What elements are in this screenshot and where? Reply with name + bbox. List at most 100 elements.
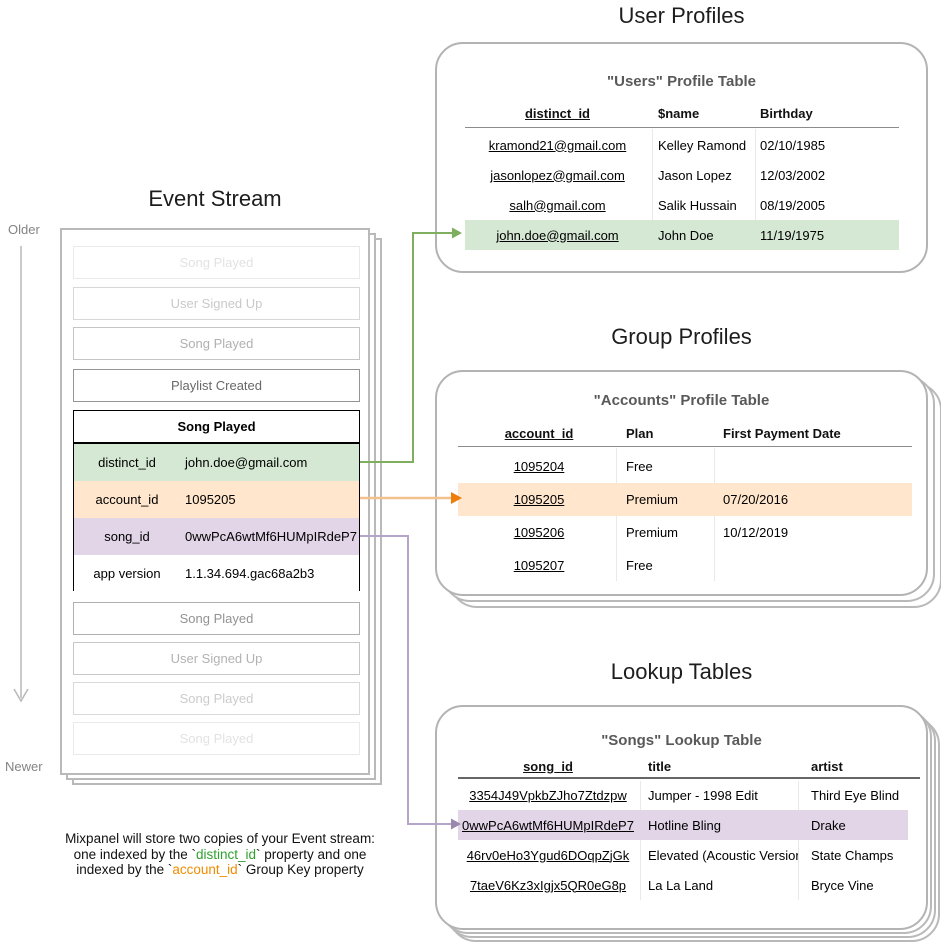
- header-divider: [458, 446, 912, 447]
- table-cell: 02/10/1985: [760, 137, 826, 153]
- header-divider: [465, 127, 899, 128]
- table-cell: Elevated (Acoustic Version): [648, 847, 798, 863]
- column-divider: [798, 781, 799, 900]
- event-label: Song Played: [179, 255, 254, 270]
- table-cell: kramond21@gmail.com: [488, 137, 627, 153]
- table-cell: Hotline Bling: [648, 817, 721, 833]
- table-cell: 08/19/2005: [760, 197, 826, 213]
- table-cell: Bryce Vine: [811, 877, 874, 893]
- table-cell: 1095207: [513, 558, 565, 573]
- property-row-app-version: app version 1.1.34.694.gac68a2b3: [74, 555, 359, 592]
- caption-text: ` property and one: [256, 846, 367, 862]
- table-cell: 1095205: [513, 492, 565, 507]
- column-divider: [640, 781, 641, 900]
- caption-line-2: one indexed by the `distinct_id` propert…: [25, 847, 415, 863]
- table-cell: 12/03/2002: [760, 167, 826, 183]
- footnote-caption: Mixpanel will store two copies of your E…: [25, 831, 415, 878]
- accounts-table-header-row: account_id Plan First Payment Date: [458, 424, 912, 442]
- property-row-song-id: song_id 0wwPcA6wtMf6HUMpIRdeP7: [74, 518, 359, 555]
- table-cell: John Doe: [658, 227, 714, 243]
- column-header: title: [648, 758, 672, 774]
- table-cell: 1095206: [513, 525, 565, 540]
- event-box: Song Played: [73, 327, 360, 360]
- distinct-id-code: distinct_id: [195, 846, 257, 862]
- table-cell: 10/12/2019: [723, 525, 789, 540]
- timeline-arrowhead-icon: [13, 688, 29, 703]
- table-row: 7taeV6Kz3xIgjx5QR0eG8p La La Land Bryce …: [458, 870, 908, 900]
- table-cell: 1095204: [513, 459, 565, 474]
- table-row: jasonlopez@gmail.com Jason Lopez 12/03/2…: [465, 160, 899, 190]
- caption-text: ` Group Key property: [237, 862, 364, 877]
- table-cell: salh@gmail.com: [509, 197, 606, 213]
- column-divider: [755, 129, 756, 250]
- table-cell: Jumper - 1998 Edit: [648, 787, 758, 803]
- songs-table-title: "Songs" Lookup Table: [601, 732, 762, 749]
- caption-text: indexed by the `: [76, 862, 173, 877]
- table-row: 1095206 Premium 10/12/2019: [458, 516, 912, 549]
- table-cell: john.doe@gmail.com: [496, 227, 619, 243]
- column-header: account_id: [504, 425, 574, 441]
- property-key: app version: [93, 566, 161, 581]
- table-cell: La La Land: [648, 877, 714, 893]
- table-row: kramond21@gmail.com Kelley Ramond 02/10/…: [465, 130, 899, 160]
- table-cell: Free: [626, 459, 653, 474]
- expanded-event-properties: distinct_id john.doe@gmail.com account_i…: [73, 443, 360, 592]
- table-cell: Kelley Ramond: [658, 137, 747, 153]
- property-value: 1.1.34.694.gac68a2b3: [185, 566, 315, 581]
- table-row-highlighted-user: john.doe@gmail.com John Doe 11/19/1975: [465, 220, 899, 250]
- event-box: User Signed Up: [73, 287, 360, 320]
- property-key: song_id: [104, 529, 150, 544]
- table-cell: Third Eye Blind: [811, 787, 900, 803]
- table-cell: 46rv0eHo3Ygud6DOqpZjGk: [466, 847, 630, 863]
- column-header: song_id: [523, 758, 573, 774]
- table-row-highlighted-song: 0wwPcA6wtMf6HUMpIRdeP7 Hotline Bling Dra…: [458, 810, 908, 840]
- table-row: 1095207 Free: [458, 549, 912, 582]
- table-row-highlighted-account: 1095205 Premium 07/20/2016: [458, 483, 912, 516]
- songs-table-header-row: song_id title artist: [458, 757, 908, 775]
- table-row: 1095204 Free: [458, 450, 912, 483]
- event-label: Playlist Created: [170, 378, 263, 393]
- event-box: Song Played: [73, 246, 360, 279]
- table-cell: 07/20/2016: [723, 492, 789, 507]
- accounts-table-title: "Accounts" Profile Table: [593, 392, 770, 409]
- property-value: john.doe@gmail.com: [185, 455, 308, 470]
- table-cell: Premium: [626, 525, 679, 540]
- event-label: Song Played: [179, 731, 254, 746]
- property-value: 1095205: [185, 492, 236, 507]
- caption-text: one indexed by the `: [73, 846, 196, 862]
- expanded-event-title: Song Played: [177, 419, 256, 434]
- column-header: distinct_id: [524, 105, 590, 121]
- lookup-tables-title: Lookup Tables: [610, 659, 753, 684]
- property-value: 0wwPcA6wtMf6HUMpIRdeP7: [185, 529, 357, 544]
- table-cell: Premium: [626, 492, 679, 507]
- column-header: Plan: [626, 425, 654, 441]
- event-label: Song Played: [179, 611, 254, 626]
- event-box: Playlist Created: [73, 369, 360, 402]
- users-table-header-row: distinct_id $name Birthday: [465, 104, 899, 122]
- property-key: distinct_id: [98, 455, 156, 470]
- event-box: Song Played: [73, 602, 360, 635]
- table-row: 3354J49VpkbZJho7Ztdzpw Jumper - 1998 Edi…: [458, 780, 908, 810]
- property-key: account_id: [95, 492, 159, 507]
- newer-label: Newer: [5, 759, 43, 774]
- column-header: artist: [811, 758, 843, 774]
- table-row: salh@gmail.com Salik Hussain 08/19/2005: [465, 190, 899, 220]
- account-id-code: account_id: [172, 862, 238, 877]
- column-header: First Payment Date: [723, 425, 841, 441]
- table-cell: 11/19/1975: [760, 227, 825, 243]
- table-row: 46rv0eHo3Ygud6DOqpZjGk Elevated (Acousti…: [458, 840, 908, 870]
- users-table-title: "Users" Profile Table: [607, 73, 756, 90]
- table-cell: 7taeV6Kz3xIgjx5QR0eG8p: [469, 877, 627, 893]
- caption-line-1: Mixpanel will store two copies of your E…: [65, 831, 375, 846]
- table-cell: Salik Hussain: [658, 197, 737, 213]
- event-box: Song Played: [73, 722, 360, 755]
- event-box: User Signed Up: [73, 642, 360, 675]
- event-box: Song Played: [73, 682, 360, 715]
- user-profiles-title: User Profiles: [618, 3, 745, 28]
- column-header: Birthday: [760, 105, 813, 121]
- event-label: Song Played: [179, 691, 254, 706]
- event-label: Song Played: [179, 336, 254, 351]
- expanded-event-header: Song Played: [73, 410, 360, 443]
- table-cell: Drake: [811, 817, 846, 833]
